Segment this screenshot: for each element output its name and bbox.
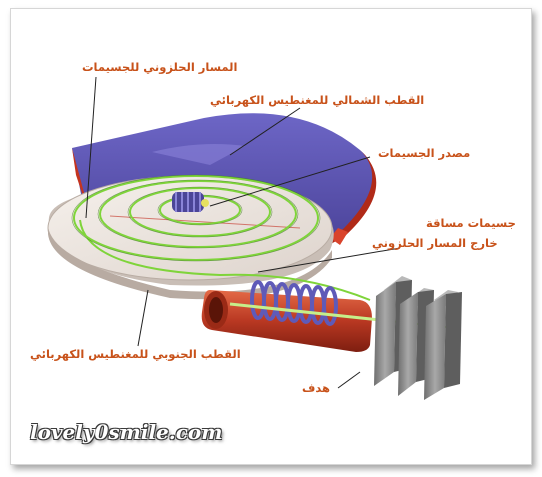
particle-source — [172, 192, 209, 212]
watermark-logo: lovely0smile.com — [30, 420, 223, 444]
label-extracted-line2: خارج المسار الحلزوني — [372, 236, 498, 250]
label-target: هدف — [302, 381, 330, 395]
label-spiral-path: المسار الحلزوني للجسيمات — [82, 60, 238, 74]
coil — [250, 280, 338, 326]
label-south-pole: القطب الجنوبي للمغنطيس الكهربائي — [30, 347, 241, 361]
target-plates — [374, 276, 462, 400]
leader-lines — [85, 76, 401, 389]
label-extracted-line1: جسيمات مساقة — [426, 216, 516, 230]
spiral-path — [73, 175, 371, 301]
label-north-pole: القطب الشمالي للمغنطيس الكهربائي — [210, 93, 425, 107]
label-particle-source: مصدر الجسيمات — [378, 146, 471, 160]
